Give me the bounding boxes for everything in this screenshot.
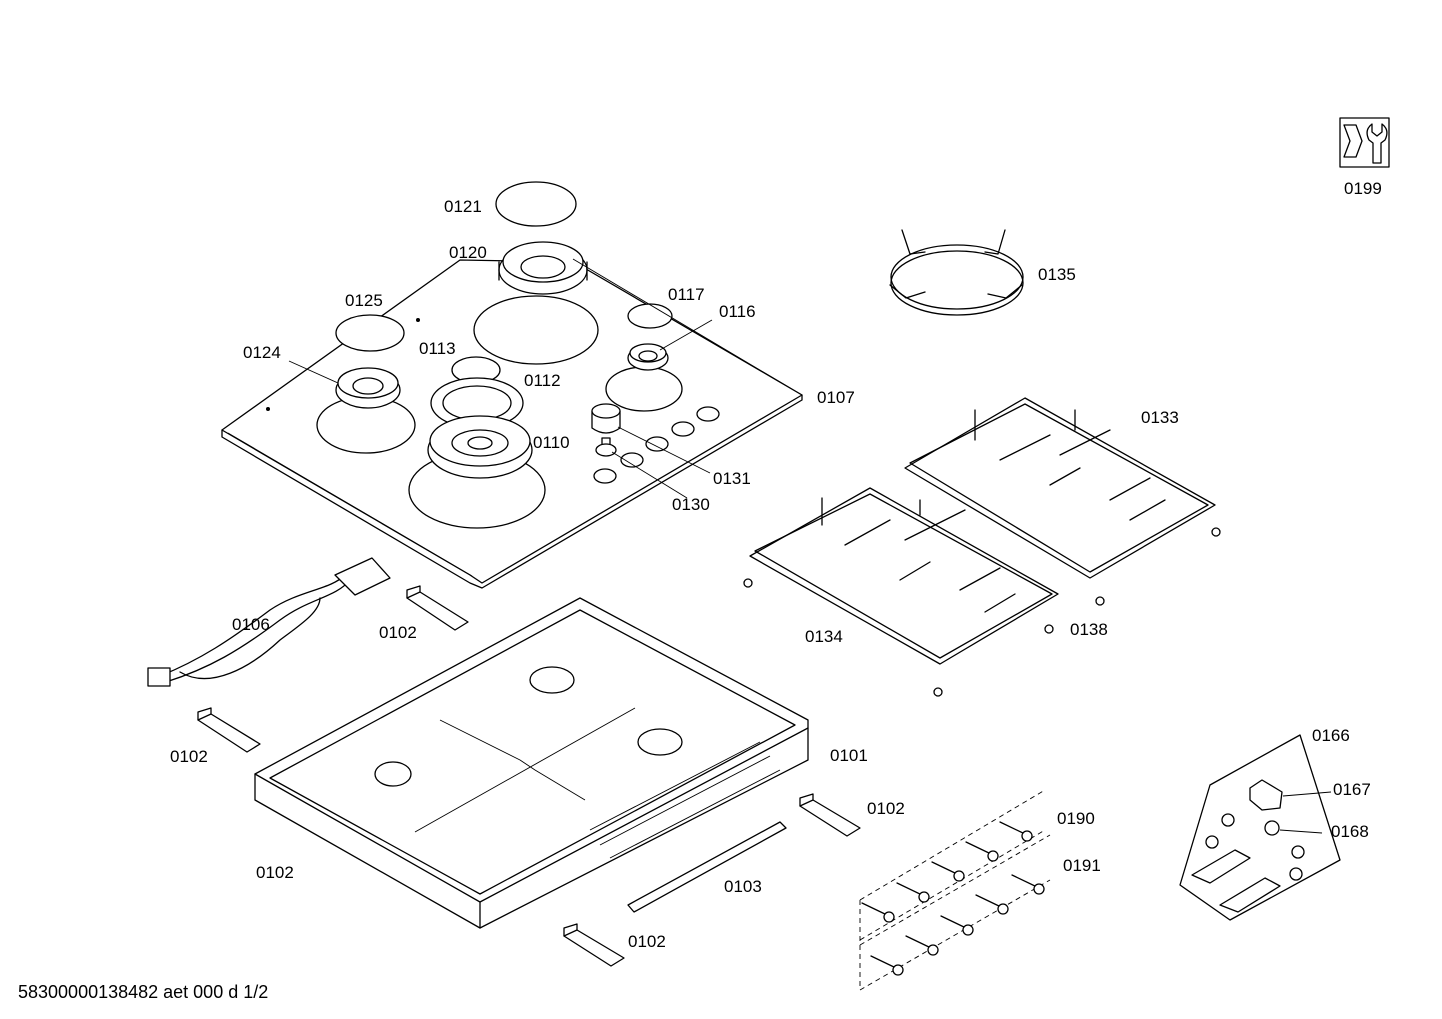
- label-0116: 0116: [719, 302, 756, 321]
- wrench-service-icon: [1339, 117, 1390, 168]
- label-0120: 0120: [449, 243, 487, 262]
- label-0199: 0199: [1344, 179, 1382, 198]
- clamp-1: [406, 585, 469, 631]
- burner-cap-left: [335, 314, 405, 352]
- label-0138: 0138: [1070, 620, 1108, 639]
- rubber-feet: [743, 527, 1221, 697]
- label-0125: 0125: [345, 291, 383, 310]
- label-0135: 0135: [1038, 265, 1076, 284]
- burner-head-large: [498, 241, 588, 295]
- label-0113: 0113: [419, 339, 456, 358]
- label-0131: 0131: [713, 469, 751, 488]
- label-0112: 0112: [524, 371, 561, 390]
- burner-head-small: [627, 343, 669, 371]
- label-0106: 0106: [232, 615, 270, 634]
- label-0102-right: 0102: [867, 799, 905, 818]
- label-0107: 0107: [817, 388, 855, 407]
- label-0166: 0166: [1312, 726, 1350, 745]
- burner-cap-small: [627, 303, 673, 329]
- label-0102-top: 0102: [379, 623, 417, 642]
- label-0102-bottom-left: 0102: [256, 863, 294, 882]
- knob-spindle: [595, 437, 617, 457]
- document-id: 58300000138482 aet 000 d 1/2: [18, 982, 268, 1002]
- label-0124: 0124: [243, 343, 281, 362]
- label-0121: 0121: [444, 197, 482, 216]
- label-0190: 0190: [1057, 809, 1095, 828]
- clamp-2: [197, 707, 261, 753]
- burner-cap-large: [495, 181, 577, 227]
- burner-head-left: [335, 367, 401, 409]
- label-0191: 0191: [1063, 856, 1101, 875]
- pan-support-grid-left: [749, 487, 1059, 665]
- label-0103: 0103: [724, 877, 762, 896]
- label-0168: 0168: [1331, 822, 1369, 841]
- label-0167: 0167: [1333, 780, 1371, 799]
- power-cord: [147, 557, 391, 687]
- label-0102-bottom: 0102: [628, 932, 666, 951]
- seal-strip: [627, 821, 787, 913]
- control-knob: [591, 403, 621, 434]
- label-0130: 0130: [672, 495, 710, 514]
- label-0134: 0134: [805, 627, 843, 646]
- pan-support-grid-right: [904, 397, 1216, 579]
- label-0101: 0101: [830, 746, 868, 765]
- clamp-4: [563, 923, 625, 967]
- label-0133: 0133: [1141, 408, 1179, 427]
- wok-pan-support: [889, 229, 1024, 316]
- wok-burner-head: [427, 415, 533, 479]
- part-labels: 0199 0121 0120 0135 0125 0117 0116 0124 …: [170, 179, 1382, 951]
- conversion-kit: [1179, 734, 1341, 921]
- bottom-tray: [254, 597, 809, 929]
- clamp-3: [799, 793, 861, 837]
- screw-set: [859, 789, 1051, 991]
- label-0117: 0117: [668, 285, 705, 304]
- label-0102-left: 0102: [170, 747, 208, 766]
- label-0110: 0110: [533, 433, 570, 452]
- leader-lines: [288, 258, 1332, 834]
